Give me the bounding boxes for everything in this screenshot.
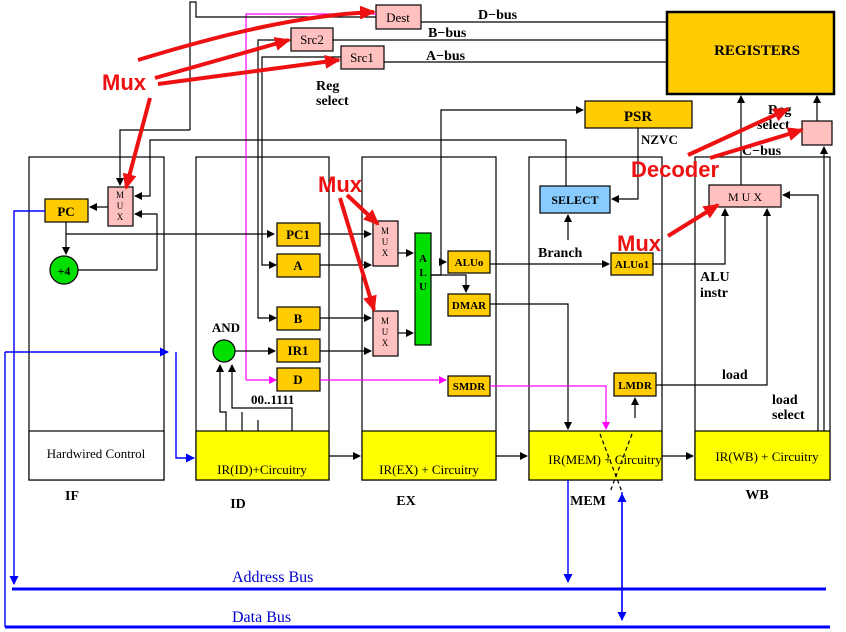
nzvc-label: NZVC bbox=[641, 132, 678, 147]
decoder-annotation: Decoder bbox=[631, 157, 719, 182]
lmdr-label: LMDR bbox=[618, 380, 653, 392]
ir-id-to-and-wire-2 bbox=[216, 364, 227, 431]
stage-wb-label: WB bbox=[745, 488, 768, 503]
aluo-register bbox=[447, 250, 491, 274]
load-select-label-1: load bbox=[772, 393, 798, 408]
alu-unit bbox=[414, 232, 432, 346]
load-select-wire bbox=[782, 191, 819, 431]
src1-label: Src1 bbox=[350, 50, 374, 65]
mux-arrow-to-if-mux bbox=[122, 97, 152, 190]
d-bus-label: D−bus bbox=[478, 8, 518, 23]
ir-id-box bbox=[195, 430, 330, 481]
branch-label: Branch bbox=[538, 246, 583, 261]
dmar-to-mem-wire bbox=[490, 303, 572, 430]
psr-to-select bbox=[611, 128, 639, 203]
mux-ex-bottom bbox=[372, 310, 399, 357]
mux-arrow-to-ex-top bbox=[345, 193, 380, 226]
mux-arrow-to-wb-mux bbox=[666, 203, 720, 238]
dest-label: Dest bbox=[386, 10, 410, 25]
mem-dashed-1 bbox=[599, 433, 623, 493]
dest-selector bbox=[375, 4, 422, 30]
select-unit bbox=[539, 185, 611, 214]
plus4-to-mux-wire bbox=[78, 210, 158, 271]
mem-dashed-2 bbox=[609, 433, 633, 493]
ir1-label: IR1 bbox=[288, 343, 309, 358]
select-label: SELECT bbox=[551, 193, 598, 207]
reg-select-right-box bbox=[801, 120, 833, 146]
reg-select-top-label-2: select bbox=[316, 94, 349, 109]
d-label: D bbox=[293, 372, 302, 387]
ir-id-to-and-wire-1 bbox=[228, 364, 293, 431]
plus4-label: +4 bbox=[58, 264, 71, 278]
mux-arrow-to-src1 bbox=[157, 54, 341, 86]
reg-select-right-label-2: select bbox=[757, 118, 790, 133]
aluo1-label: ALUo1 bbox=[615, 259, 649, 271]
src1-to-a-wire bbox=[261, 56, 341, 269]
c-bus-label: C−bus bbox=[742, 144, 782, 159]
b-bus-label: B−bus bbox=[428, 26, 467, 41]
bits-label: 00..1111 bbox=[251, 392, 294, 407]
registers-label: REGISTERS bbox=[714, 43, 800, 59]
pc-to-address-bus bbox=[9, 210, 45, 585]
stage-if-label: IF bbox=[65, 489, 79, 504]
decoder-arrow-1 bbox=[687, 107, 790, 157]
data-bus-label: Data Bus bbox=[232, 609, 291, 626]
a-label: A bbox=[293, 258, 303, 273]
stage-ex-label: EX bbox=[396, 494, 415, 509]
ir-id-label: IR(ID)+Circuitry bbox=[217, 462, 307, 477]
smdr-to-mem-wire bbox=[490, 385, 610, 430]
ir-wb-label: IR(WB) + Circuitry bbox=[715, 449, 819, 464]
decoder-arrow-2 bbox=[709, 127, 804, 160]
branch-target-wire bbox=[116, 129, 190, 186]
registers-box bbox=[665, 10, 836, 96]
ir-mem-label: IR(MEM) + Circuitry bbox=[548, 452, 662, 467]
reg-select-top-label-1: Reg bbox=[316, 79, 339, 94]
alu-instr-label-1: ALU bbox=[700, 270, 730, 285]
src2-label: Src2 bbox=[300, 32, 324, 47]
load-select-label-2: select bbox=[772, 408, 805, 423]
ir-wb-box bbox=[694, 430, 831, 481]
lmdr-to-wb-mux bbox=[656, 208, 771, 386]
pc-label: PC bbox=[57, 204, 74, 219]
alu-instr-label-2: instr bbox=[700, 286, 728, 301]
mux-wb-label: M U X bbox=[728, 190, 762, 204]
stage-mem-label: MEM bbox=[570, 494, 606, 509]
address-bus-label: Address Bus bbox=[232, 569, 313, 586]
hardwired-control-label: Hardwired Control bbox=[47, 446, 146, 461]
mux-wb bbox=[708, 184, 782, 208]
mux-annotation-2: Mux bbox=[318, 172, 363, 197]
mux-annotation-1: Mux bbox=[102, 70, 147, 95]
dmar-label: DMAR bbox=[452, 300, 487, 312]
select-to-if-mux-wire bbox=[134, 139, 567, 200]
ir-id-input-wire bbox=[175, 352, 195, 463]
mux-ex-top bbox=[372, 220, 399, 267]
mux-arrow-to-ex-bottom bbox=[338, 197, 377, 312]
a-bus-label: A−bus bbox=[426, 49, 466, 64]
hardwired-control-box bbox=[28, 430, 165, 481]
and-gate bbox=[212, 339, 236, 363]
stage-id-label: ID bbox=[230, 497, 246, 512]
b-label: B bbox=[294, 311, 303, 326]
mux-arrow-to-dest bbox=[137, 5, 376, 62]
and-label: AND bbox=[212, 320, 240, 335]
mux-arrow-to-src2 bbox=[154, 37, 291, 80]
ir-ex-label: IR(EX) + Circuitry bbox=[379, 462, 479, 477]
load-label: load bbox=[722, 368, 748, 383]
ir-mem-box bbox=[528, 430, 663, 481]
aluo1-to-wb-mux bbox=[653, 208, 729, 265]
dmar-register bbox=[447, 293, 491, 317]
smdr-label: SMDR bbox=[453, 381, 486, 393]
ir-ex-box bbox=[361, 430, 497, 481]
alu-to-dmar-wire bbox=[431, 274, 470, 293]
psr-label: PSR bbox=[624, 109, 653, 125]
mux-annotation-3: Mux bbox=[617, 231, 662, 256]
pc1-label: PC1 bbox=[286, 227, 310, 242]
aluo-label: ALUo bbox=[455, 257, 484, 269]
